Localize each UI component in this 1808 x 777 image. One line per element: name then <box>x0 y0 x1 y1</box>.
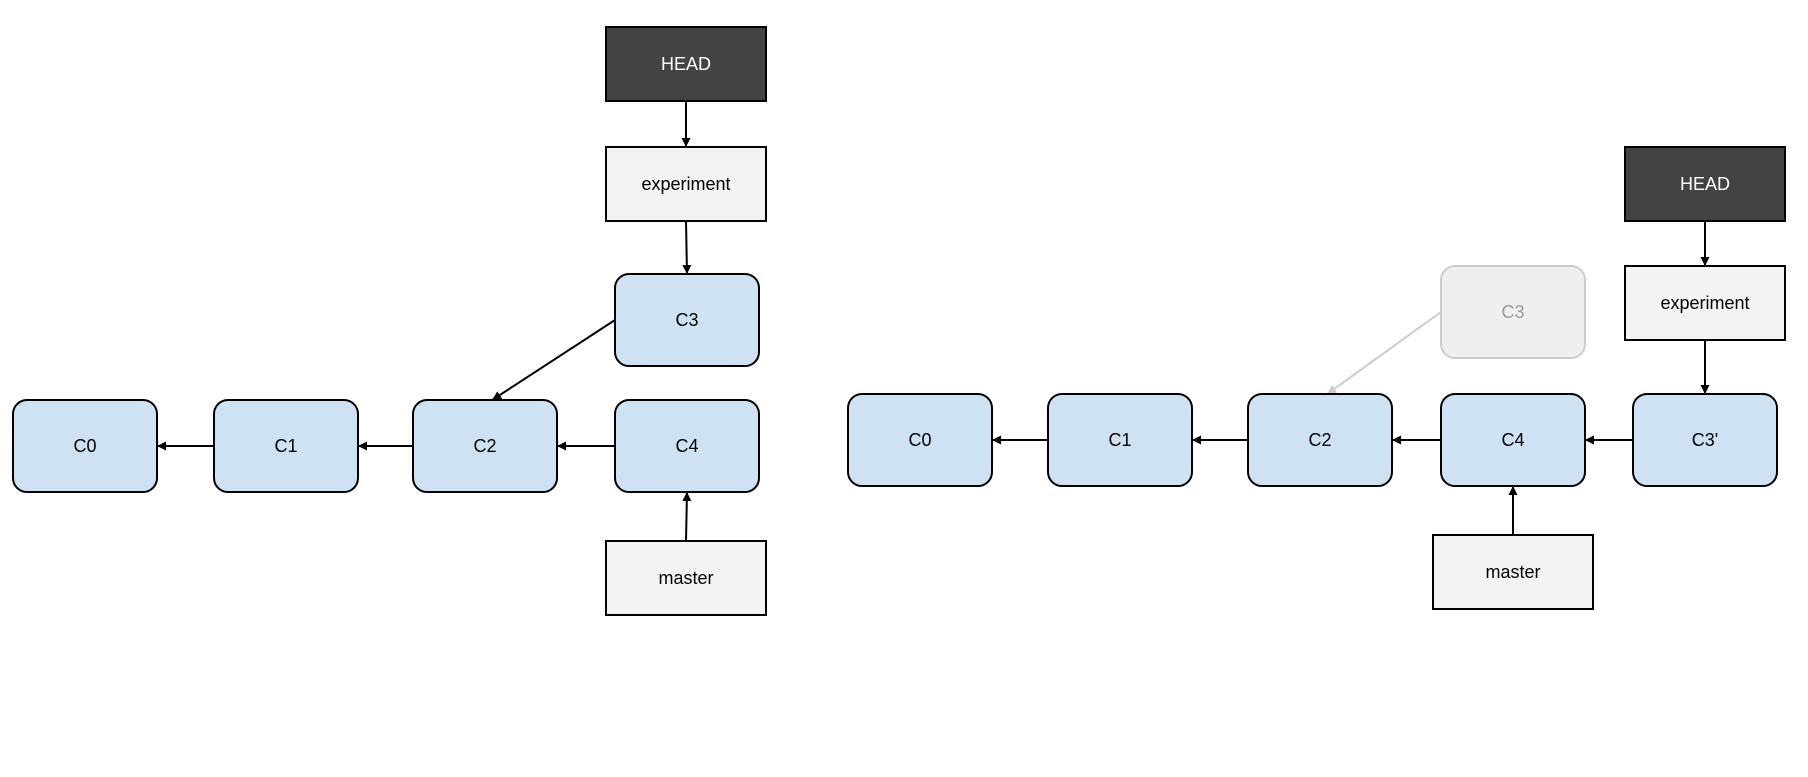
node-label: HEAD <box>661 54 711 74</box>
node-shape <box>614 399 760 493</box>
commit-node: C3' <box>1632 393 1778 487</box>
node-label: C3 <box>675 310 698 330</box>
edge-arrow-l-master-to-l-c4 <box>682 491 692 542</box>
node-shape <box>614 273 760 367</box>
node-shape <box>1440 265 1586 359</box>
head-pointer: HEAD <box>1624 146 1786 222</box>
node-shape <box>12 399 158 493</box>
edges-layer <box>157 101 1710 542</box>
node-shape <box>1624 146 1786 222</box>
branch-label-box: experiment <box>1624 265 1786 341</box>
node-label: C3' <box>1692 430 1718 450</box>
node-label: C1 <box>274 436 297 456</box>
commit-node: C0 <box>12 399 158 493</box>
node-label: C3 <box>1501 302 1524 322</box>
node-label: experiment <box>641 174 730 194</box>
node-label: C4 <box>675 436 698 456</box>
commit-node: C4 <box>1440 393 1586 487</box>
node-shape <box>605 146 767 222</box>
node-label: C2 <box>1308 430 1331 450</box>
commit-node: C0 <box>847 393 993 487</box>
node-shape <box>1432 534 1594 610</box>
node-label: C2 <box>473 436 496 456</box>
node-label: HEAD <box>1680 174 1730 194</box>
node-label: C4 <box>1501 430 1524 450</box>
node-shape <box>1624 265 1786 341</box>
node-label: master <box>1485 562 1540 582</box>
commit-node: C1 <box>1047 393 1193 487</box>
node-shape <box>1047 393 1193 487</box>
commit-node: C2 <box>412 399 558 493</box>
node-shape <box>1440 393 1586 487</box>
edge-arrow-l-experiment-to-l-c3 <box>682 220 692 275</box>
branch-label-box: master <box>605 540 767 616</box>
node-label: C0 <box>908 430 931 450</box>
commit-node: C4 <box>614 399 760 493</box>
node-shape <box>605 540 767 616</box>
node-shape <box>847 393 993 487</box>
commit-node: C3 <box>1440 265 1586 359</box>
node-shape <box>1632 393 1778 487</box>
branch-label-box: master <box>1432 534 1594 610</box>
node-label: experiment <box>1660 293 1749 313</box>
branch-label-box: experiment <box>605 146 767 222</box>
edge-arrow-r-c3-to-r-c2 <box>1326 311 1442 395</box>
node-shape <box>605 26 767 102</box>
commit-node: C1 <box>213 399 359 493</box>
commit-node: C2 <box>1247 393 1393 487</box>
commit-node: C3 <box>614 273 760 367</box>
node-shape <box>412 399 558 493</box>
edge-arrow-l-c3-to-l-c2 <box>491 319 616 401</box>
head-pointer: HEAD <box>605 26 767 102</box>
node-label: C1 <box>1108 430 1131 450</box>
node-shape <box>1247 393 1393 487</box>
node-label: C0 <box>73 436 96 456</box>
node-label: master <box>658 568 713 588</box>
node-shape <box>213 399 359 493</box>
